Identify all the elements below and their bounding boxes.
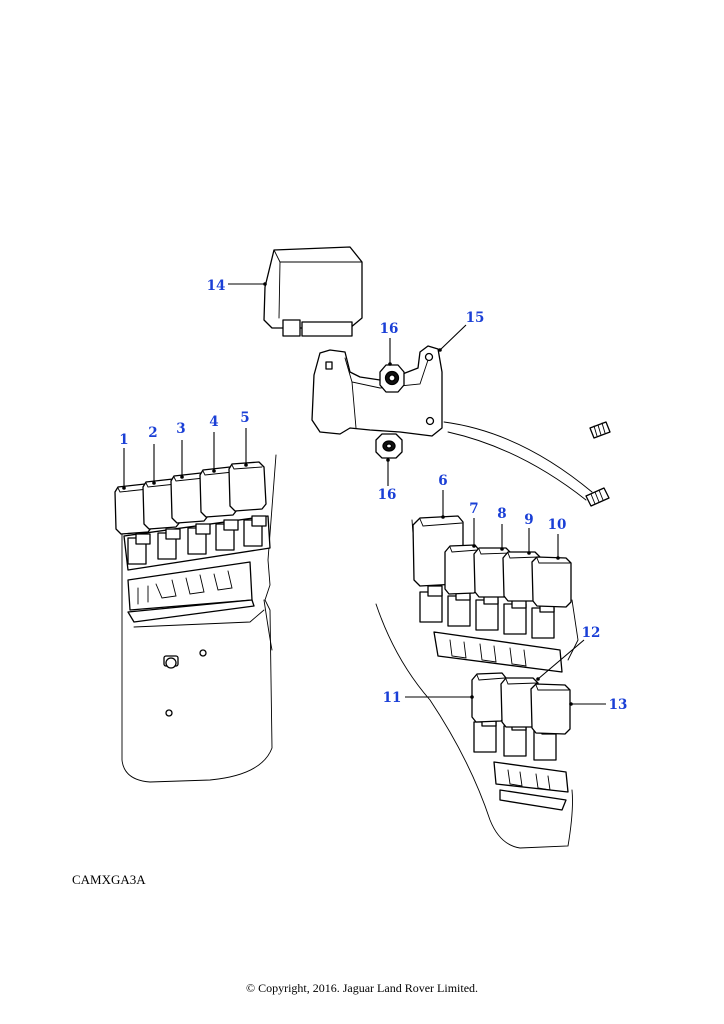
relay-10[interactable]	[531, 556, 572, 608]
callout-9[interactable]: 9	[524, 512, 533, 528]
callout-10[interactable]: 10	[548, 517, 567, 533]
callout-7[interactable]: 7	[469, 501, 478, 517]
right-relay-panel	[375, 519, 579, 849]
callout-15[interactable]: 15	[466, 310, 485, 326]
callout-16-lower[interactable]: 16	[378, 487, 397, 503]
callout-2[interactable]: 2	[148, 425, 157, 441]
drawing-code: CAMXGA3A	[72, 872, 146, 887]
callout-1[interactable]: 1	[119, 432, 128, 448]
relay-13[interactable]	[530, 683, 571, 735]
stud-bolts	[443, 421, 611, 507]
callout-labels: 1 2 3 4 5 6 7 8 9 10 11 12 13 14 15 16 1…	[119, 278, 627, 713]
callout-14[interactable]: 14	[207, 278, 226, 294]
callout-3[interactable]: 3	[176, 421, 185, 437]
leader-lines	[122, 282, 606, 706]
nut-16-lower[interactable]	[375, 433, 403, 459]
callout-8[interactable]: 8	[497, 506, 506, 522]
nut-16-upper[interactable]	[379, 364, 405, 393]
callout-16-upper[interactable]: 16	[380, 321, 399, 337]
relay-5[interactable]	[228, 461, 267, 512]
relay-8[interactable]	[473, 547, 512, 598]
left-relay-sockets	[127, 515, 267, 565]
stud-fixing	[163, 649, 207, 717]
callout-6[interactable]: 6	[438, 473, 447, 489]
right-upper-sockets	[419, 585, 555, 639]
callout-12[interactable]: 12	[582, 625, 601, 641]
callout-13[interactable]: 13	[609, 697, 628, 713]
left-relay-panel	[121, 454, 277, 783]
callout-11[interactable]: 11	[383, 690, 402, 706]
copyright-notice: © Copyright, 2016. Jaguar Land Rover Lim…	[245, 981, 479, 995]
control-module-14[interactable]	[263, 246, 363, 337]
callout-4[interactable]: 4	[209, 414, 218, 430]
callout-5[interactable]: 5	[240, 410, 249, 426]
mounting-bracket-15[interactable]	[311, 345, 443, 437]
relay-3[interactable]	[170, 472, 209, 524]
